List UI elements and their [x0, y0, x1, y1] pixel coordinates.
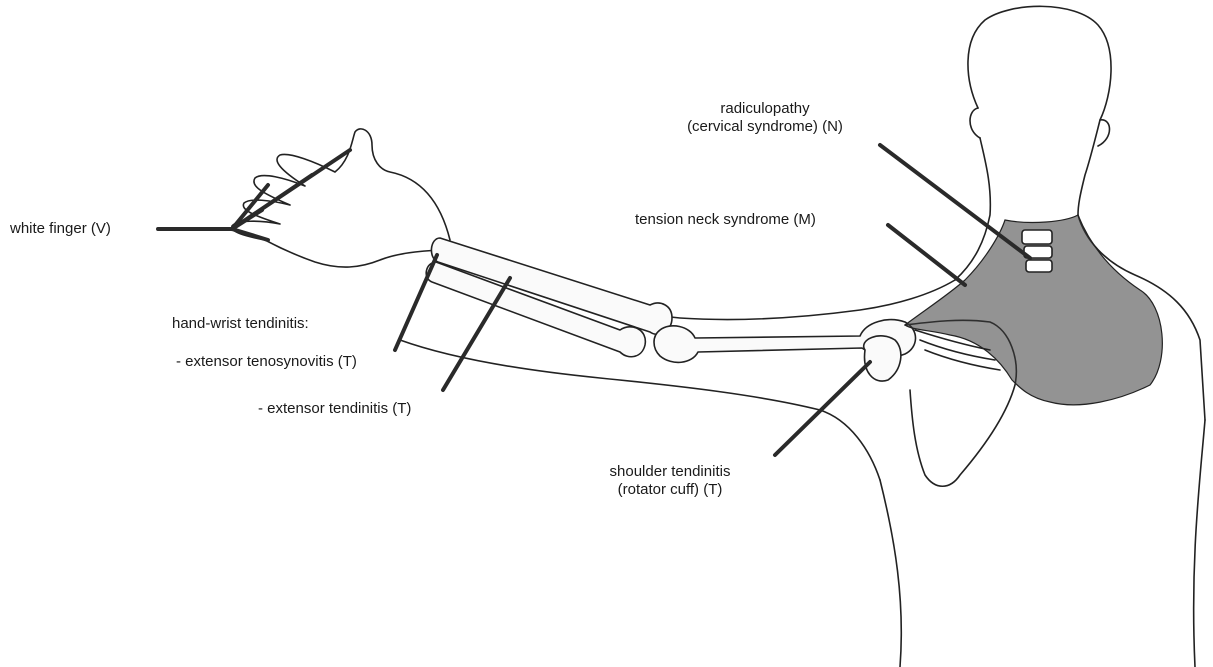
radiculopathy-label: radiculopathy (cervical syndrome) (N)	[640, 100, 890, 136]
shoulder-tendinitis-label-line1: shoulder tendinitis	[580, 463, 760, 481]
radiculopathy-label-line2: (cervical syndrome) (N)	[640, 118, 890, 136]
hand-outline	[232, 129, 450, 267]
upper-arm-bottom-outline	[400, 340, 880, 480]
leader-white-finger	[158, 150, 350, 240]
extensor-tenosynovitis-label: - extensor tenosynovitis (T)	[176, 353, 357, 371]
white-finger-label: white finger (V)	[10, 220, 111, 238]
shoulder-tendinitis-label-line2: (rotator cuff) (T)	[580, 481, 760, 499]
humeral-head	[864, 336, 901, 381]
radiculopathy-label-line1: radiculopathy	[640, 100, 890, 118]
shoulder-tendinitis-label: shoulder tendinitis (rotator cuff) (T)	[580, 463, 760, 499]
torso-right-outline	[1194, 420, 1205, 667]
tension-neck-label: tension neck syndrome (M)	[635, 211, 816, 229]
extensor-tendinitis-label: - extensor tendinitis (T)	[258, 400, 411, 418]
torso-left-outline	[880, 480, 901, 667]
leader-radiculopathy	[880, 145, 1030, 258]
ear-left	[970, 108, 980, 138]
leader-extensor-tenosynovitis	[395, 255, 437, 350]
cervical-vertebrae	[1022, 230, 1052, 272]
leader-shoulder-tendinitis	[775, 362, 870, 455]
hand-wrist-tendinitis-label: hand-wrist tendinitis:	[172, 315, 309, 333]
leader-tension-neck	[888, 225, 965, 285]
